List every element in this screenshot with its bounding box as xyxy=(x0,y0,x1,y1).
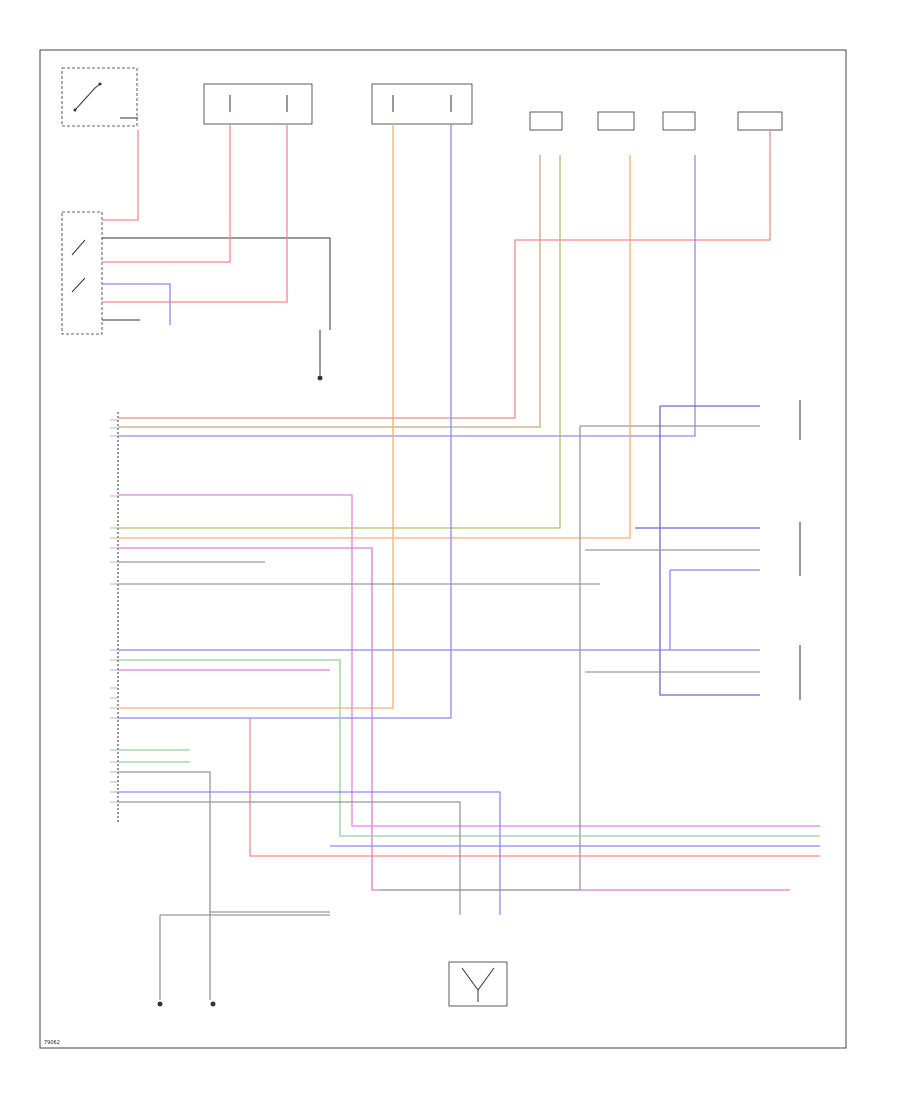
diagram-id: 79062 xyxy=(44,1040,60,1046)
ground-symbols-bottom xyxy=(157,1001,216,1007)
ground-symbol-1 xyxy=(317,330,323,381)
fuse-box-2 xyxy=(371,83,473,125)
ignition-switch xyxy=(61,67,138,127)
wires xyxy=(102,124,820,1000)
abs-control-module xyxy=(110,412,119,822)
diagram-frame xyxy=(39,49,847,1049)
top-sensors xyxy=(529,111,783,131)
relay-block xyxy=(61,211,331,335)
bottom-component xyxy=(448,961,508,1007)
fuse-box-1 xyxy=(203,83,313,125)
